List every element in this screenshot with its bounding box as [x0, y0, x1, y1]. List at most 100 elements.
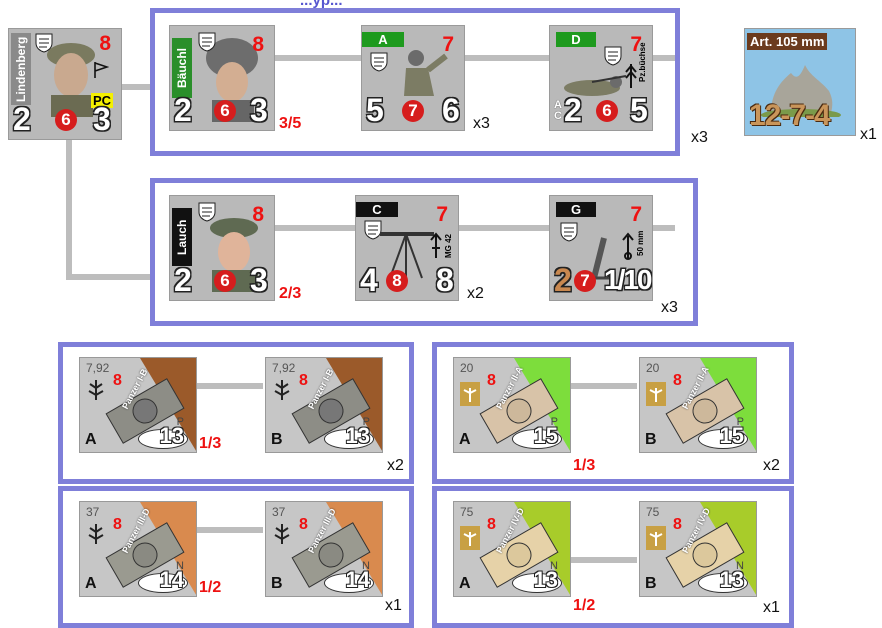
squad-counter-d[interactable]: D 7 Pz.büchse AC 2 6 5: [549, 25, 653, 131]
gun-caliber: 75: [646, 505, 659, 519]
strength-ratio: 2/3: [279, 285, 301, 303]
coat-of-arms-icon: [604, 46, 622, 66]
leader-counter-lauch[interactable]: Lauch 8 2 6 3: [169, 195, 275, 301]
coat-of-arms-icon: [198, 202, 216, 222]
tank-letter: B: [271, 431, 283, 449]
connector: [66, 140, 72, 280]
count-multiplier: x1: [860, 126, 877, 144]
leader-counter-bauchl[interactable]: Bäuchl 8 2 6 3: [169, 25, 275, 131]
strength-ratio: 1/2: [199, 579, 221, 597]
platoon-frame-2: Lauch 8 2 6 3 2/3 C 7 MG 42 4 8 8 x2 G 7…: [150, 178, 698, 326]
move-value: 13: [720, 567, 744, 593]
mortar-symbol-icon: [622, 232, 634, 260]
morale-value: 7: [630, 204, 642, 225]
assault-value: 7: [402, 100, 424, 122]
count-multiplier: x1: [763, 599, 780, 617]
tank-letter: A: [85, 431, 97, 449]
squad-letter: A: [362, 32, 404, 47]
tank-counter-a[interactable]: 37 8 Panzer III-D N 14 A: [79, 501, 197, 597]
command-value: 6: [214, 100, 236, 122]
tank-group-frame: 37 8 Panzer III-D N 14 A 1/2 37 8 Panzer…: [58, 486, 414, 628]
gun-caliber: 20: [646, 361, 659, 375]
gun-caliber: 75: [460, 505, 473, 519]
command-value: 6: [55, 109, 77, 131]
connector: [66, 274, 156, 280]
tank-counter-b[interactable]: 20 8 Panzer II-A P 15 B: [639, 357, 757, 453]
coat-of-arms-icon: [560, 222, 578, 242]
mg-symbol-icon: [430, 232, 442, 260]
move-value: 15: [720, 423, 744, 449]
strength-ratio: 1/3: [573, 457, 595, 475]
morale-value: 8: [252, 204, 264, 225]
move-value: 13: [534, 567, 558, 593]
move-value: 14: [346, 567, 370, 593]
gun-caliber: 7,92: [272, 361, 295, 375]
fire-prefix: AC: [554, 100, 563, 122]
defense-value: 1/10: [604, 264, 651, 296]
strength-ratio: 3/5: [279, 115, 301, 133]
count-multiplier: x3: [691, 129, 708, 147]
gun-caliber: 7,92: [86, 361, 109, 375]
tank-letter: A: [459, 431, 471, 449]
leadership-value: 2: [13, 103, 31, 135]
squad-counter-g[interactable]: G 7 50 mm 2 7 1/10: [549, 195, 653, 301]
range-value: 3: [250, 94, 268, 126]
gun-caliber: 37: [272, 505, 285, 519]
squad-counter-a[interactable]: A 7 5 7 6: [361, 25, 465, 131]
defense-value: 5: [630, 94, 648, 126]
coat-of-arms-icon: [370, 52, 388, 72]
squad-letter: C: [356, 202, 398, 217]
tank-counter-a[interactable]: 20 8 Panzer II-A P 15 A: [453, 357, 571, 453]
tank-letter: B: [271, 575, 283, 593]
machine-gun-tripod-icon: [378, 222, 438, 280]
leader-name: Lauch: [172, 208, 192, 266]
defense-value: 6: [442, 94, 460, 126]
fire-value: 5: [366, 94, 384, 126]
leadership-value: 2: [174, 264, 192, 296]
fire-value: 2: [564, 94, 582, 126]
count-multiplier: x2: [763, 457, 780, 475]
platoon-frame-1: Bäuchl 8 2 6 3 3/5 A 7 5 7 6 x3 D 7 Pz.b…: [150, 8, 680, 156]
tank-group-frame: 20 8 Panzer II-A P 15 A 1/3 20 8 Panzer …: [432, 342, 794, 484]
tank-counter-b[interactable]: 37 8 Panzer III-D N 14 B: [265, 501, 383, 597]
tank-group-frame: 7,92 8 Panzer I-B P 13 A 1/3 7,92 8 Panz…: [58, 342, 414, 484]
morale-value: 8: [99, 33, 111, 54]
tank-group-frame: 75 8 Panzer IV-D N 13 A 1/2 75 8 Panzer …: [432, 486, 794, 628]
artillery-stats: 12-7-4: [749, 99, 830, 133]
assault-value: 8: [386, 270, 408, 292]
tank-counter-a[interactable]: 75 8 Panzer IV-D N 13 A: [453, 501, 571, 597]
tank-counter-b[interactable]: 7,92 8 Panzer I-B P 13 B: [265, 357, 383, 453]
morale-value: 7: [436, 204, 448, 225]
artillery-counter[interactable]: Art. 105 mm 12-7-4: [744, 28, 856, 136]
leader-counter-lindenberg[interactable]: Lindenberg 8 PC 2 6 3: [8, 28, 122, 140]
strength-ratio: 1/2: [573, 597, 595, 615]
defense-value: 8: [436, 264, 454, 296]
move-value: 14: [160, 567, 184, 593]
leader-name: Lindenberg: [11, 33, 31, 105]
coat-of-arms-icon: [35, 33, 53, 53]
command-value: 6: [214, 270, 236, 292]
flag-icon: [93, 61, 109, 79]
squad-letter: D: [556, 32, 596, 47]
count-multiplier: x3: [661, 299, 678, 317]
count-multiplier: x2: [387, 457, 404, 475]
leadership-value: 2: [174, 94, 192, 126]
squad-counter-c[interactable]: C 7 MG 42 4 8 8: [355, 195, 459, 301]
weapon-label: MG 42: [444, 234, 453, 258]
tank-counter-b[interactable]: 75 8 Panzer IV-D N 13 B: [639, 501, 757, 597]
move-value: 15: [534, 423, 558, 449]
coat-of-arms-icon: [198, 32, 216, 52]
weapon-label: 50 mm: [636, 231, 645, 256]
morale-value: 8: [252, 34, 264, 55]
tank-letter: B: [645, 575, 657, 593]
count-multiplier: x2: [467, 285, 484, 303]
move-value: 13: [346, 423, 370, 449]
tank-letter: A: [459, 575, 471, 593]
gun-caliber: 37: [86, 505, 99, 519]
assault-value: 6: [596, 100, 618, 122]
fire-value: 4: [360, 264, 378, 296]
leader-name: Bäuchl: [172, 38, 192, 98]
count-multiplier: x1: [385, 597, 402, 615]
tank-letter: B: [645, 431, 657, 449]
tank-counter-a[interactable]: 7,92 8 Panzer I-B P 13 A: [79, 357, 197, 453]
